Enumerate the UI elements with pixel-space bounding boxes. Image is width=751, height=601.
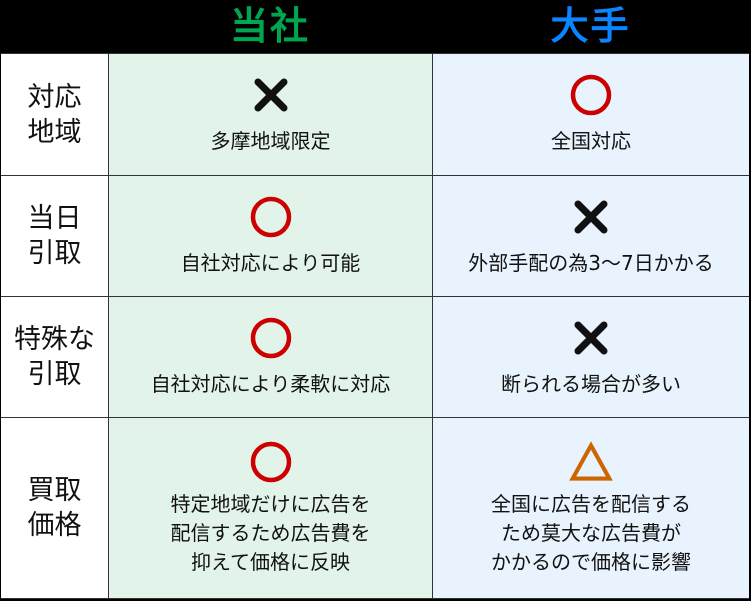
major-cell-area: 全国対応: [433, 54, 749, 175]
table-header: 当社 大手: [0, 0, 751, 53]
comparison-table: 対応 地域 多摩地域限定 全国対応 当日 引取 自社対応により可能 外部手配の為…: [1, 53, 749, 599]
ours-cell-same-day: 自社対応により可能: [109, 176, 432, 296]
ours-desc: 特定地域だけに広告を 配信するため広告費を 抑えて価格に反映: [170, 491, 371, 574]
ours-cell-price: 特定地域だけに広告を 配信するため広告費を 抑えて価格に反映: [109, 418, 432, 598]
cross-icon: [569, 316, 613, 360]
major-desc: 断られる場合が多い: [501, 371, 681, 396]
major-cell-special: 断られる場合が多い: [433, 297, 749, 417]
header-ours: 当社: [229, 4, 310, 48]
cross-icon: [569, 195, 613, 239]
circle-icon: [249, 195, 293, 239]
major-cell-same-day: 外部手配の為3〜7日かかる: [433, 176, 749, 296]
ours-cell-special: 自社対応により柔軟に対応: [109, 297, 432, 417]
major-cell-price: 全国に広告を配信する ため莫大な広告費が かかるので価格に影響: [433, 418, 749, 598]
cross-icon: [249, 73, 293, 117]
major-desc: 全国対応: [551, 129, 631, 153]
circle-icon: [249, 440, 293, 484]
ours-desc: 自社対応により柔軟に対応: [150, 371, 391, 396]
row-label-special: 特殊な 引取: [1, 297, 108, 417]
row-label-same-day: 当日 引取: [1, 176, 108, 296]
circle-icon: [569, 73, 613, 117]
row-label-area: 対応 地域: [1, 54, 108, 175]
ours-cell-area: 多摩地域限定: [109, 54, 432, 175]
major-desc: 全国に広告を配信する ため莫大な広告費が かかるので価格に影響: [491, 491, 691, 574]
major-desc: 外部手配の為3〜7日かかる: [468, 250, 714, 275]
header-major: 大手: [550, 4, 631, 48]
triangle-icon: [569, 440, 613, 484]
ours-desc: 自社対応により可能: [180, 250, 361, 275]
ours-desc: 多摩地域限定: [210, 129, 331, 153]
row-label-price: 買取 価格: [1, 418, 108, 598]
circle-icon: [249, 316, 293, 360]
